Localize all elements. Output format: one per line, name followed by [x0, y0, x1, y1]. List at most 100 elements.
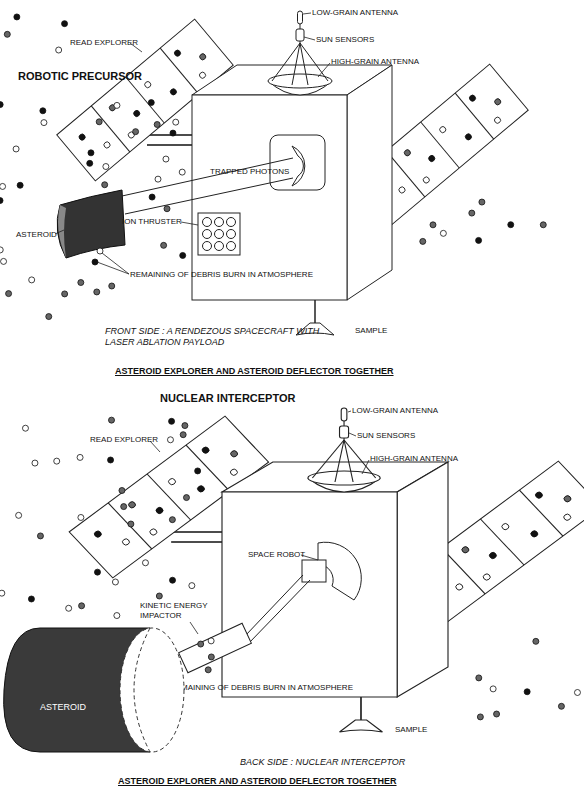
debris-dot	[0, 198, 3, 204]
debris-dot	[54, 458, 60, 464]
debris-dot	[92, 259, 98, 265]
debris-dot	[78, 514, 84, 520]
figure-caption: ASTEROID EXPLORER AND ASTEROID DEFLECTOR…	[118, 776, 397, 787]
part-label: HIGH-GRAIN ANTENNA	[370, 454, 458, 464]
robot-head	[302, 560, 326, 582]
debris-dot	[22, 425, 28, 431]
part-label: ASTEROID	[16, 230, 57, 240]
debris-dot	[195, 468, 201, 474]
node-label: ASTEROID	[40, 702, 86, 713]
part-label: HIGH-GRAIN ANTENNA	[331, 57, 419, 67]
debris-dot	[205, 667, 211, 673]
debris-dot	[97, 248, 103, 254]
debris-dot	[6, 291, 12, 297]
asteroid-body: ASTEROID	[0, 622, 200, 758]
debris-dot	[148, 100, 154, 106]
debris-dot	[167, 437, 173, 443]
part-label: ION THRUSTER	[122, 217, 182, 227]
laser-beam	[122, 158, 293, 196]
debris-dot	[119, 487, 125, 493]
debris-dot	[0, 102, 3, 108]
debris-dot	[77, 454, 83, 460]
debris-dot	[0, 590, 5, 596]
debris-dot	[102, 182, 108, 188]
debris-dot	[533, 638, 539, 644]
debris-dot	[4, 31, 10, 37]
debris-dot	[494, 711, 500, 717]
debris-dot	[189, 583, 195, 589]
figure-caption: ASTEROID EXPLORER AND ASTEROID DEFLECTOR…	[115, 366, 394, 377]
part-label: REMAINING OF DEBRIS BURN IN ATMOSPHERE	[130, 270, 313, 280]
debris-dot	[28, 596, 34, 602]
debris-dot	[149, 194, 155, 200]
part-label: READ EXPLORER	[70, 38, 138, 48]
debris-dot	[66, 605, 72, 611]
part-label: SAMPLE	[395, 725, 427, 735]
thruster-nozzles	[203, 218, 236, 251]
panel-caption: BACK SIDE : NUCLEAR INTERCEPTOR	[240, 757, 405, 768]
debris-dot	[179, 169, 185, 175]
part-label: KINETIC ENERGY IMPACTOR	[140, 601, 220, 620]
debris-dot	[156, 593, 162, 599]
debris-dot	[198, 641, 204, 647]
robot-arm	[248, 580, 310, 644]
debris-dot	[469, 210, 475, 216]
debris-dot	[109, 283, 115, 289]
debris-dot	[155, 176, 161, 182]
debris-dot	[40, 108, 46, 114]
debris-dot	[32, 460, 38, 466]
laser-beam	[125, 178, 293, 214]
debris-dot	[114, 613, 120, 619]
asteroid-edge	[58, 205, 66, 258]
debris-dot	[13, 146, 19, 152]
debris-dot	[0, 247, 3, 253]
debris-dot	[440, 230, 446, 236]
part-label: SUN SENSORS	[316, 35, 374, 45]
panel-heading: NUCLEAR INTERCEPTOR	[160, 392, 295, 405]
debris-dot	[208, 654, 214, 660]
part-label: SUN SENSORS	[357, 431, 415, 441]
robot-arm	[245, 575, 303, 636]
part-label: READ EXPLORER	[90, 435, 158, 445]
debris-dot	[29, 277, 35, 283]
debris-dot	[94, 569, 100, 575]
photon-collector	[292, 146, 305, 186]
debris-dot	[479, 199, 485, 205]
part-label: SAMPLE	[355, 326, 387, 336]
debris-dot	[169, 418, 175, 424]
debris-dot	[103, 164, 109, 170]
debris-dot	[96, 119, 102, 125]
part-label: LOW-GRAIN ANTENNA	[312, 8, 398, 18]
debris-dot	[37, 533, 43, 539]
debris-dot	[114, 102, 120, 108]
debris-dot	[476, 237, 482, 243]
leader-lines	[150, 411, 369, 698]
ion-thruster	[198, 213, 240, 255]
debris-dot	[208, 638, 214, 644]
debris-dot	[1, 258, 7, 264]
debris-dot	[164, 206, 170, 212]
debris-dot	[87, 160, 93, 166]
panel-heading: ROBOTIC PRECURSOR	[18, 70, 142, 83]
debris-dot	[540, 222, 546, 228]
debris-dot	[477, 714, 483, 720]
debris-dot	[16, 512, 22, 518]
debris-dot	[109, 417, 115, 423]
debris-dot	[108, 457, 114, 463]
debris-dot	[420, 238, 426, 244]
debris-dot	[430, 222, 436, 228]
part-label: TRAPPED PHOTONS	[210, 167, 289, 177]
debris-dot	[94, 289, 100, 295]
debris-dot	[476, 675, 482, 681]
debris-dot	[163, 156, 169, 162]
leader-lines	[55, 13, 330, 274]
debris-dot	[170, 577, 176, 583]
debris-dot	[56, 47, 62, 53]
debris-dot	[558, 703, 564, 709]
debris-dot	[524, 689, 530, 695]
debris-dot	[490, 686, 496, 692]
debris-dot	[142, 560, 148, 566]
debris-dot	[128, 521, 134, 527]
debris-dot	[161, 242, 167, 248]
debris-dot	[180, 432, 186, 438]
